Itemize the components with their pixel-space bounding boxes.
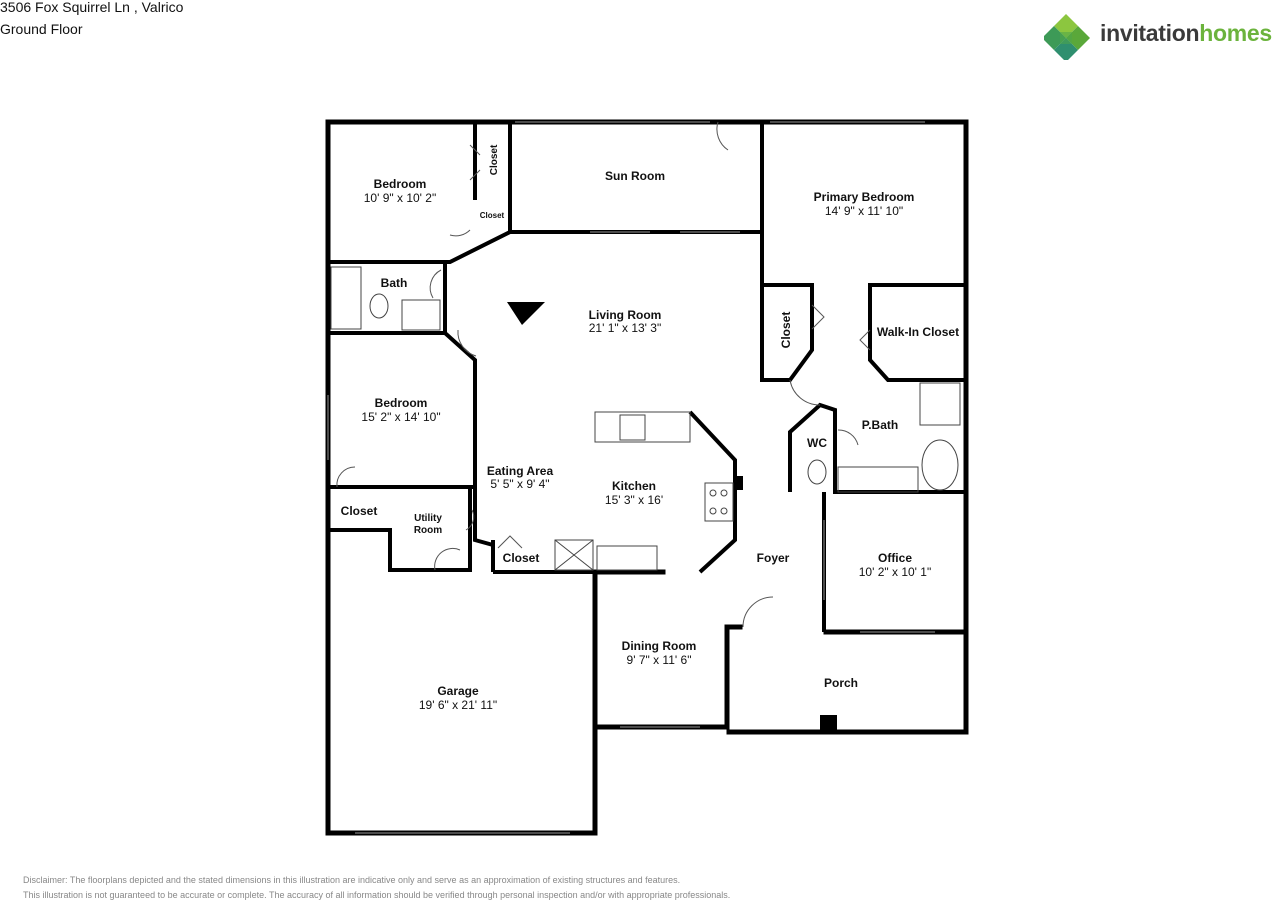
utility-room-name-line2: Room <box>414 525 442 536</box>
disclaimer-line-2: This illustration is not guaranteed to b… <box>23 890 731 900</box>
sun-room-name: Sun Room <box>605 169 665 183</box>
bedroom1-name: Bedroom <box>374 177 427 191</box>
office-name: Office <box>878 551 912 565</box>
bedroom1-dims: 10' 9" x 10' 2" <box>364 191 436 205</box>
exterior-walls <box>325 119 969 836</box>
living-room-name: Living Room <box>589 308 662 322</box>
primary-bedroom-name: Primary Bedroom <box>814 190 915 204</box>
garage-name: Garage <box>437 684 479 698</box>
eating-area-dims: 5' 5" x 9' 4" <box>490 477 549 491</box>
doors <box>336 121 871 628</box>
kitchen-name: Kitchen <box>612 479 656 493</box>
living-room-dims: 21' 1" x 13' 3" <box>589 321 661 335</box>
logo-word-homes: homes <box>1199 20 1272 46</box>
bath-name: Bath <box>381 276 408 290</box>
disclaimer-line-1: Disclaimer: The floorplans depicted and … <box>23 875 681 885</box>
eating-area-name: Eating Area <box>487 464 554 478</box>
closet-kitchen-name: Closet <box>503 551 540 565</box>
bedroom2-dims: 15' 2" x 14' 10" <box>361 410 440 424</box>
office-dims: 10' 2" x 10' 1" <box>859 565 931 579</box>
dining-room-name: Dining Room <box>622 639 697 653</box>
windows <box>327 121 935 834</box>
logo-mark-icon <box>1044 14 1090 60</box>
p-bath-name: P.Bath <box>862 418 898 432</box>
closet-small-name: Closet <box>480 211 505 220</box>
wall-corner-pieces <box>507 302 837 732</box>
logo-word-invitation: invitation <box>1100 20 1200 46</box>
logo-wordmark: invitationhomes <box>1100 20 1272 47</box>
wc-name: WC <box>807 436 827 450</box>
kitchen-dims: 15' 3" x 16' <box>605 493 663 507</box>
dining-room-dims: 9' 7" x 11' 6" <box>627 653 692 667</box>
foyer-name: Foyer <box>757 551 790 565</box>
property-address: 3506 Fox Squirrel Ln , Valrico <box>0 0 184 15</box>
room-labels: Bedroom 10' 9" x 10' 2" Closet Closet Su… <box>341 144 959 712</box>
brand-logo: invitationhomes <box>1044 12 1280 60</box>
bedroom2-name: Bedroom <box>375 396 428 410</box>
utility-room-name-line1: Utility <box>414 513 442 524</box>
floor-label: Ground Floor <box>0 21 83 37</box>
closet-left-name: Closet <box>341 504 378 518</box>
porch-name: Porch <box>824 676 858 690</box>
fixtures <box>330 266 961 571</box>
walk-in-closet-name: Walk-In Closet <box>877 325 959 339</box>
garage-dims: 19' 6" x 21' 11" <box>419 698 497 712</box>
primary-bedroom-dims: 14' 9" x 11' 10" <box>825 204 903 218</box>
closet-primary-name: Closet <box>779 312 793 349</box>
closet-tall-name: Closet <box>489 144 500 175</box>
